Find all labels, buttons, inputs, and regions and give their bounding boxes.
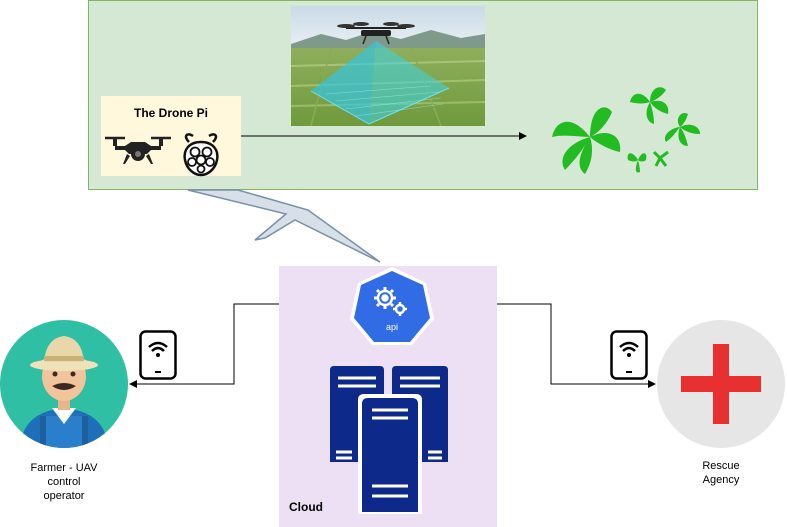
drone-icon	[337, 22, 415, 45]
rescue-caption: Rescue Agency	[671, 459, 771, 487]
farmer-avatar	[0, 320, 128, 448]
farmer-caption-line: Farmer - UAV	[30, 462, 98, 474]
smartphone-wifi-icon	[139, 330, 177, 380]
api-to-rescue-arrow	[445, 303, 656, 388]
quadcopter-icon	[105, 136, 171, 164]
drone-pi-title: The Drone Pi	[133, 106, 208, 120]
smartphone-wifi-icon	[610, 330, 648, 380]
raspberry-pi-icon	[183, 133, 219, 177]
server-stack	[330, 366, 448, 514]
drone-pi-illustration	[105, 133, 219, 177]
farmer-caption: Farmer - UAV control operator	[14, 461, 114, 503]
gears-icon	[374, 287, 407, 316]
cloud-label: Cloud	[289, 500, 323, 514]
rescue-agency-icon	[657, 320, 785, 448]
api-gateway: api	[350, 267, 434, 345]
api-label: api	[386, 322, 398, 332]
crop-leaves-illustration	[552, 87, 700, 174]
rescue-caption-line: Agency	[702, 474, 740, 486]
farmer-caption-line: control	[47, 476, 81, 488]
drone-pi-box: The Drone Pi	[101, 96, 241, 177]
farmer-caption-line: operator	[43, 490, 85, 502]
leaf-icon	[552, 87, 700, 174]
drone-field-photo	[291, 6, 485, 126]
rescue-caption-line: Rescue	[702, 460, 740, 472]
wireless-link-bolt	[187, 189, 381, 263]
server-icon	[330, 366, 448, 514]
